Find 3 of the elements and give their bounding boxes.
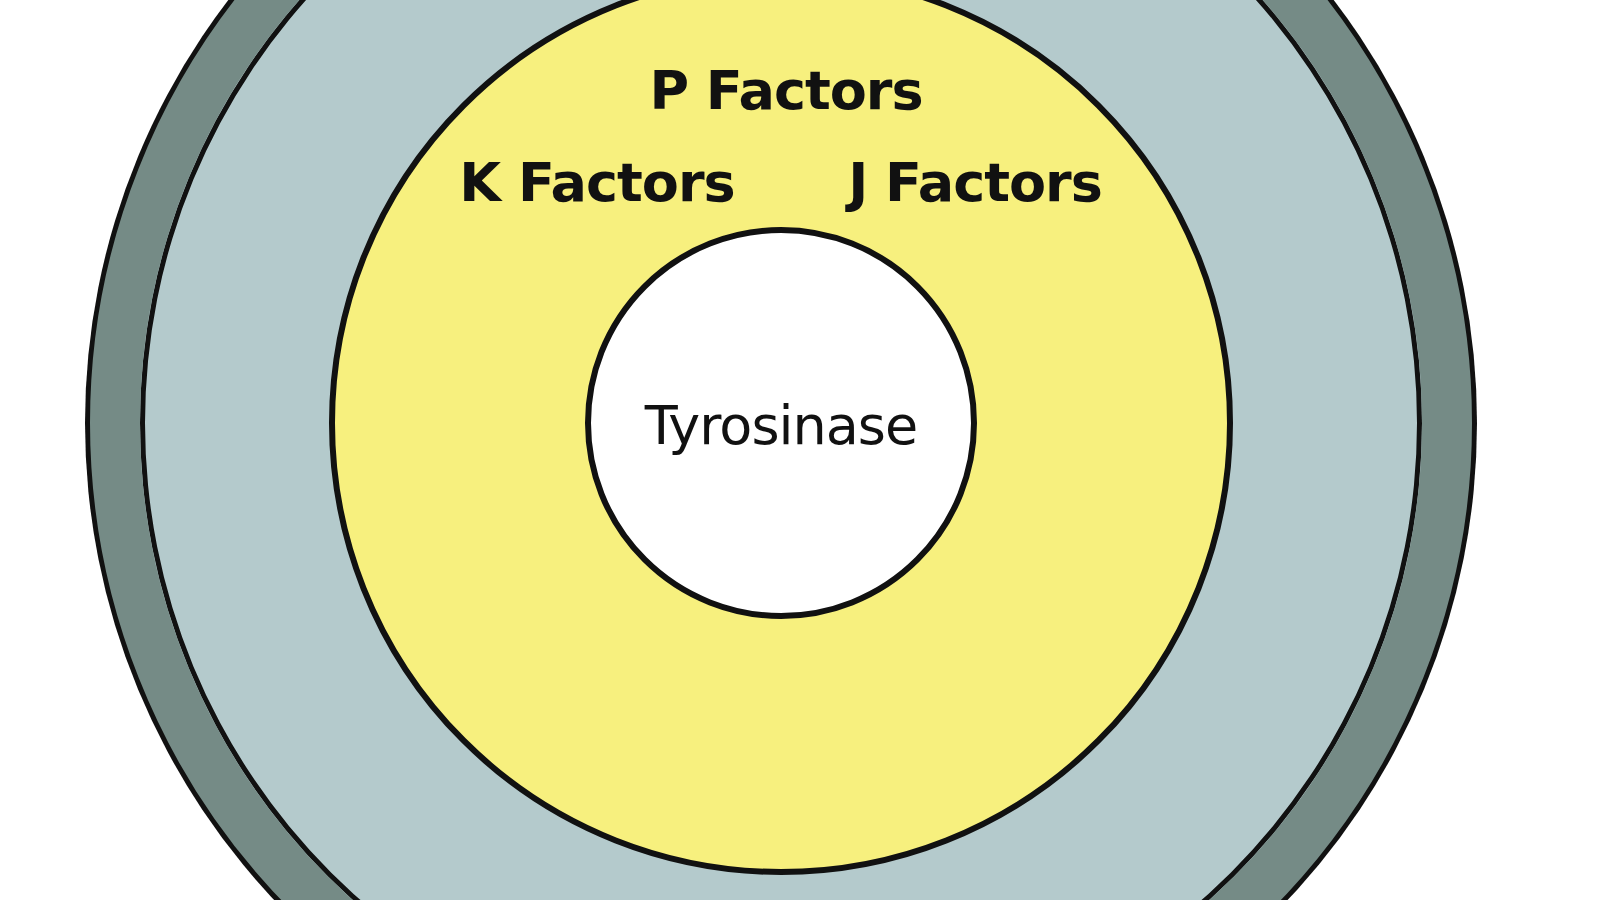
- circle-label: Tyrosinase: [644, 393, 918, 457]
- circle-label: P Factors: [649, 58, 923, 122]
- circle-label: K Factors: [459, 150, 735, 214]
